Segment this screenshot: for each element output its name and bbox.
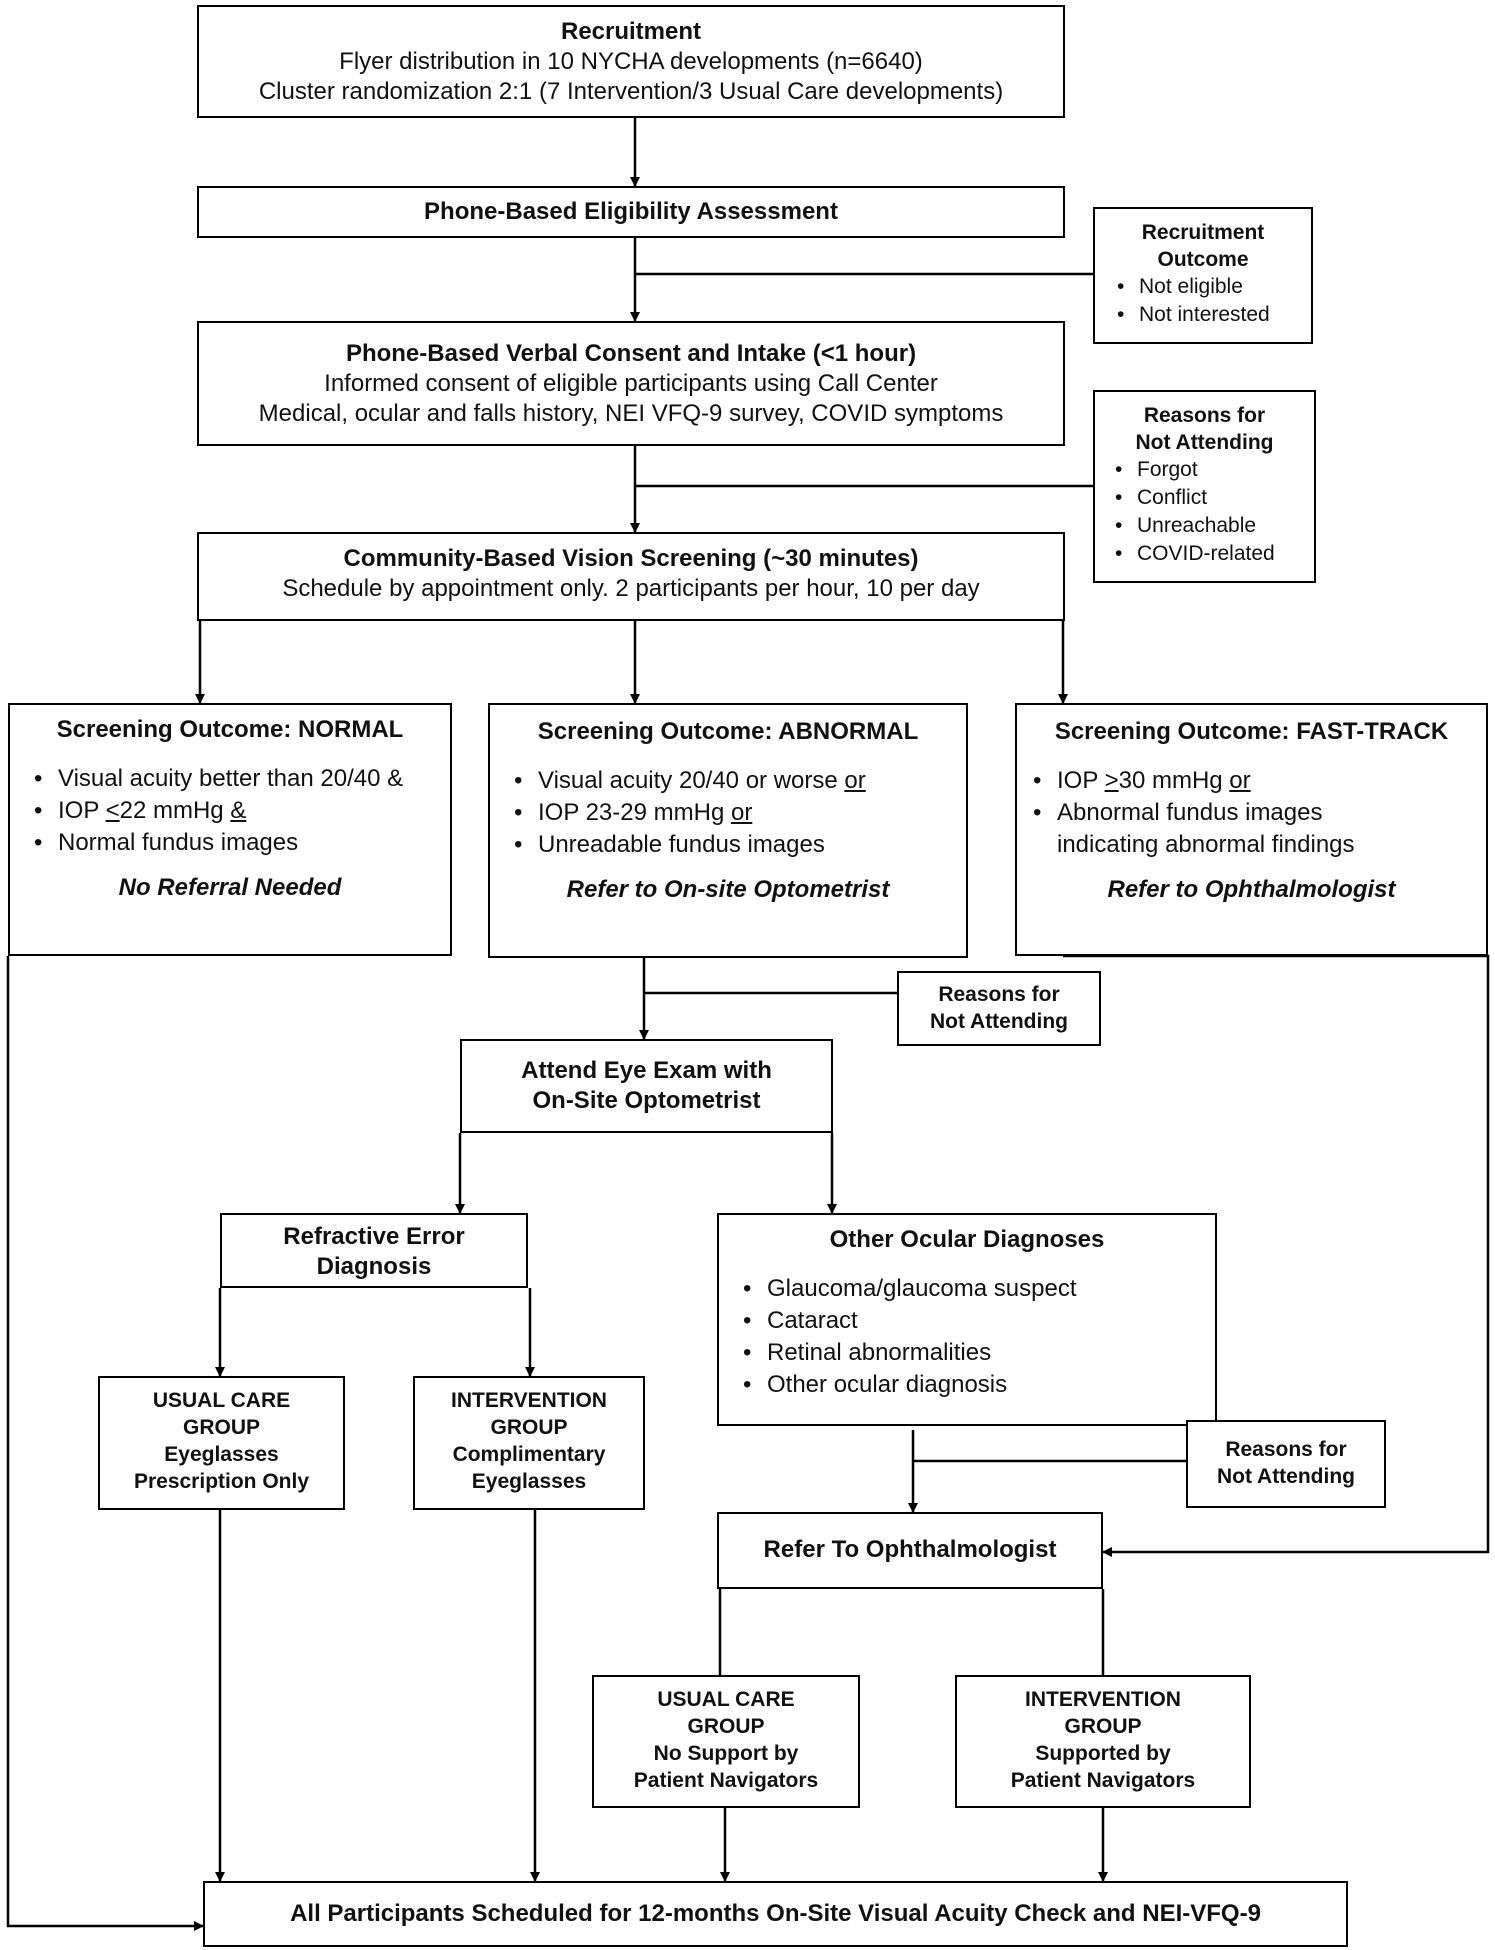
intervention-navigator-box: INTERVENTION GROUP Supported by Patient …: [955, 1675, 1251, 1808]
recruitment-outcome-title-1: Recruitment: [1141, 221, 1265, 244]
usual-care-1-line: USUAL CARE: [152, 1389, 291, 1412]
consent-line-2: Medical, ocular and falls history, NEI V…: [258, 400, 1004, 427]
not-attending-box-3: Reasons for Not Attending: [1186, 1420, 1386, 1508]
other-diagnosis-item: Glaucoma/glaucoma suspect: [739, 1273, 1215, 1305]
normal-item-3: Normal fundus images: [30, 827, 450, 859]
refer-ophthalmologist-box: Refer To Ophthalmologist: [717, 1512, 1103, 1589]
abnormal-outcome-box: Screening Outcome: ABNORMAL Visual acuit…: [488, 703, 968, 958]
intervention-1-line: Complimentary: [452, 1443, 606, 1466]
abnormal-item-3: Unreadable fundus images: [510, 829, 966, 861]
not-attending-item: Unreachable: [1111, 512, 1314, 540]
intervention-2-line: Patient Navigators: [1010, 1769, 1196, 1792]
abnormal-footer: Refer to On-site Optometrist: [566, 876, 890, 903]
usual-care-navigator-box: USUAL CARE GROUP No Support by Patient N…: [592, 1675, 860, 1808]
final-followup-box: All Participants Scheduled for 12-months…: [203, 1881, 1348, 1947]
consent-line-1: Informed consent of eligible participant…: [324, 370, 938, 397]
normal-title: Screening Outcome: NORMAL: [56, 716, 404, 743]
refractive-line-2: Diagnosis: [316, 1253, 432, 1280]
not-attending-1-title-2: Not Attending: [1135, 431, 1274, 454]
not-attending-1-title-1: Reasons for: [1143, 404, 1266, 427]
normal-footer: No Referral Needed: [118, 874, 342, 901]
not-attending-box-2: Reasons for Not Attending: [897, 971, 1101, 1046]
screening-title: Community-Based Vision Screening (~30 mi…: [343, 545, 919, 572]
intervention-1-line: INTERVENTION: [451, 1389, 607, 1412]
other-diagnosis-item: Cataract: [739, 1305, 1215, 1337]
usual-care-2-line: USUAL CARE: [657, 1688, 795, 1711]
abnormal-item-1: Visual acuity 20/40 or worse or: [510, 765, 966, 797]
screening-line-1: Schedule by appointment only. 2 particip…: [282, 575, 980, 602]
refractive-error-box: Refractive Error Diagnosis: [220, 1213, 528, 1288]
intervention-eyeglasses-box: INTERVENTION GROUP Complimentary Eyeglas…: [413, 1376, 645, 1510]
eligibility-box: Phone-Based Eligibility Assessment: [197, 186, 1065, 238]
other-diagnoses-title: Other Ocular Diagnoses: [829, 1226, 1105, 1253]
refractive-line-1: Refractive Error: [283, 1223, 465, 1250]
intervention-1-line: GROUP: [490, 1416, 568, 1439]
not-attending-item: Forgot: [1111, 456, 1314, 484]
not-attending-box-1: Reasons for Not Attending Forgot Conflic…: [1093, 390, 1316, 583]
fasttrack-outcome-box: Screening Outcome: FAST-TRACK IOP >30 mm…: [1015, 703, 1488, 956]
usual-care-1-line: Prescription Only: [133, 1470, 310, 1493]
fasttrack-title: Screening Outcome: FAST-TRACK: [1054, 718, 1449, 745]
usual-care-1-line: Eyeglasses: [164, 1443, 279, 1466]
recruitment-box: Recruitment Flyer distribution in 10 NYC…: [197, 5, 1065, 118]
screening-box: Community-Based Vision Screening (~30 mi…: [197, 532, 1065, 621]
other-diagnoses-box: Other Ocular Diagnoses Glaucoma/glaucoma…: [717, 1213, 1217, 1426]
not-attending-item: Conflict: [1111, 484, 1314, 512]
usual-care-1-line: GROUP: [182, 1416, 260, 1439]
intervention-2-line: INTERVENTION: [1025, 1688, 1181, 1711]
usual-care-2-line: No Support by: [653, 1742, 799, 1765]
recruitment-outcome-item: Not eligible: [1113, 273, 1311, 301]
recruitment-line-2: Cluster randomization 2:1 (7 Interventio…: [258, 78, 1004, 105]
refer-ophthalmologist-title: Refer To Ophthalmologist: [763, 1536, 1057, 1563]
not-attending-item: COVID-related: [1111, 540, 1314, 568]
fasttrack-footer: Refer to Ophthalmologist: [1107, 876, 1396, 903]
not-attending-2-title-1: Reasons for: [938, 983, 1060, 1006]
normal-item-2: IOP <22 mmHg &: [30, 795, 450, 827]
normal-outcome-box: Screening Outcome: NORMAL Visual acuity …: [8, 703, 452, 956]
other-diagnosis-item: Retinal abnormalities: [739, 1337, 1215, 1369]
final-title: All Participants Scheduled for 12-months…: [290, 1900, 1261, 1927]
usual-care-2-line: Patient Navigators: [633, 1769, 819, 1792]
consent-title: Phone-Based Verbal Consent and Intake (<…: [345, 340, 917, 367]
not-attending-3-title-1: Reasons for: [1225, 1438, 1347, 1461]
consent-box: Phone-Based Verbal Consent and Intake (<…: [197, 321, 1065, 446]
recruitment-line-1: Flyer distribution in 10 NYCHA developme…: [339, 48, 923, 75]
eye-exam-line-1: Attend Eye Exam with: [521, 1057, 772, 1084]
fasttrack-item-1: IOP >30 mmHg or: [1029, 765, 1486, 797]
eye-exam-box: Attend Eye Exam with On-Site Optometrist: [460, 1039, 833, 1133]
abnormal-item-2: IOP 23-29 mmHg or: [510, 797, 966, 829]
usual-care-eyeglasses-box: USUAL CARE GROUP Eyeglasses Prescription…: [98, 1376, 345, 1510]
intervention-2-line: Supported by: [1035, 1742, 1171, 1765]
intervention-1-line: Eyeglasses: [471, 1470, 587, 1493]
recruitment-outcome-box: Recruitment Outcome Not eligible Not int…: [1093, 207, 1313, 344]
not-attending-3-title-2: Not Attending: [1216, 1465, 1356, 1488]
eye-exam-line-2: On-Site Optometrist: [532, 1087, 761, 1114]
normal-item-1: Visual acuity better than 20/40 &: [30, 763, 450, 795]
other-diagnosis-item: Other ocular diagnosis: [739, 1369, 1215, 1401]
eligibility-title: Phone-Based Eligibility Assessment: [424, 198, 838, 225]
recruitment-title: Recruitment: [560, 18, 702, 45]
intervention-2-line: GROUP: [1064, 1715, 1142, 1738]
recruitment-outcome-title-2: Outcome: [1157, 248, 1249, 271]
abnormal-title: Screening Outcome: ABNORMAL: [537, 718, 919, 745]
usual-care-2-line: GROUP: [687, 1715, 765, 1738]
recruitment-outcome-item: Not interested: [1113, 301, 1311, 329]
not-attending-2-title-2: Not Attending: [929, 1010, 1069, 1033]
